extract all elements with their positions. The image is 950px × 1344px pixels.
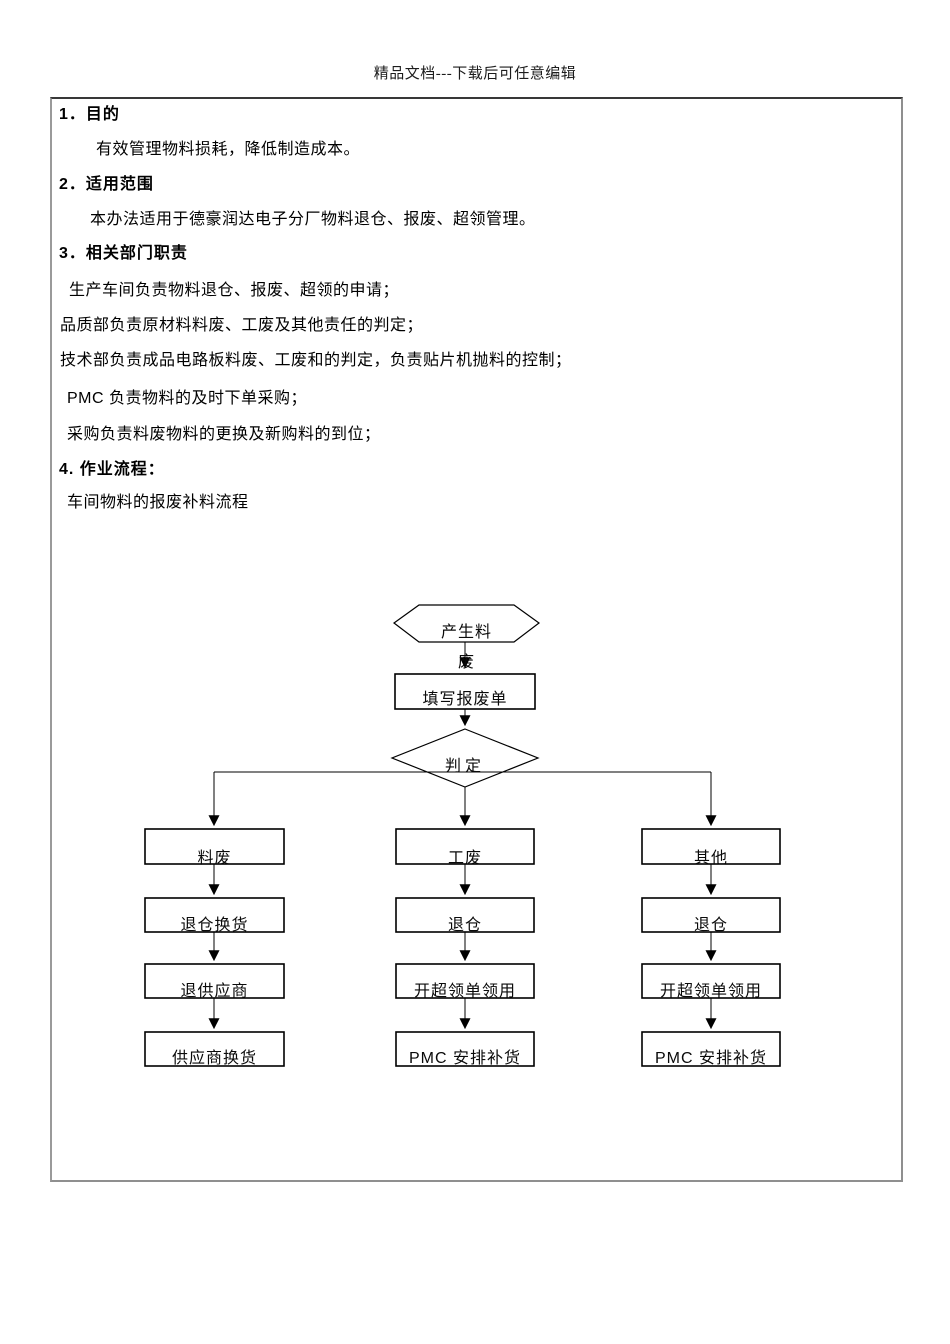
document-header-note: 精品文档---下载后可任意编辑 — [373, 66, 577, 82]
flow-step-label: 退供应商 — [180, 983, 249, 1000]
flow-step-label: 料废 — [197, 850, 232, 867]
paragraph: 本办法适用于德豪润达电子分厂物料退仓、报废、超领管理。 — [90, 211, 536, 228]
flow-step-label: 其他 — [693, 850, 728, 867]
section-heading-4: 4. 作业流程： — [59, 461, 165, 478]
flow-step-label: 开超领单领用 — [659, 983, 762, 1000]
paragraph: 有效管理物料损耗，降低制造成本。 — [96, 141, 361, 158]
flow-start-overflow: 废 — [457, 654, 475, 671]
flow-step-label: 退仓换货 — [180, 917, 249, 934]
process-box-shape — [395, 828, 535, 865]
process-box-shape — [641, 1031, 781, 1067]
document-border-box: 1．目的 有效管理物料损耗，降低制造成本。 2．适用范围 本办法适用于德豪润达电… — [50, 97, 903, 1182]
flowchart-shapes — [144, 604, 781, 1067]
section-heading-1: 1．目的 — [59, 106, 120, 123]
paragraph: 技术部负责成品电路板料废、工废和的判定，负责贴片机抛料的控制； — [60, 352, 572, 369]
flow-decision-label: 判定 — [444, 758, 485, 775]
start-hexagon-shape — [392, 604, 541, 643]
flow-step-label: PMC 安排补货 — [654, 1050, 767, 1067]
paragraph: 生产车间负责物料退仓、报废、超领的申请； — [69, 282, 400, 299]
flow-fill-form-label: 填写报废单 — [422, 691, 508, 708]
paragraph: 品质部负责原材料料废、工废及其他责任的判定； — [60, 317, 424, 334]
paragraph: PMC 负责物料的及时下单采购； — [67, 390, 308, 407]
process-box-shape — [641, 963, 781, 999]
flow-step-label: 供应商换货 — [171, 1050, 257, 1067]
process-box-shape — [395, 1031, 535, 1067]
paragraph: 采购负责料废物料的更换及新购料的到位； — [67, 426, 381, 443]
flow-step-label: 开超领单领用 — [413, 983, 516, 1000]
flow-start-label: 产生料 — [440, 624, 492, 641]
process-box-shape — [394, 673, 536, 710]
flow-step-label: 工废 — [447, 850, 482, 867]
process-box-shape — [144, 828, 285, 865]
section-heading-3: 3．相关部门职责 — [59, 245, 188, 262]
process-box-shape — [641, 828, 781, 865]
process-box-shape — [641, 897, 781, 933]
flow-step-label: PMC 安排补货 — [408, 1050, 521, 1067]
section-heading-2: 2．适用范围 — [59, 176, 154, 193]
paragraph: 车间物料的报废补料流程 — [67, 494, 249, 511]
flow-step-label: 退仓 — [693, 917, 728, 934]
flow-step-label: 退仓 — [447, 917, 482, 934]
process-box-shape — [144, 1031, 285, 1067]
process-box-shape — [395, 897, 535, 933]
